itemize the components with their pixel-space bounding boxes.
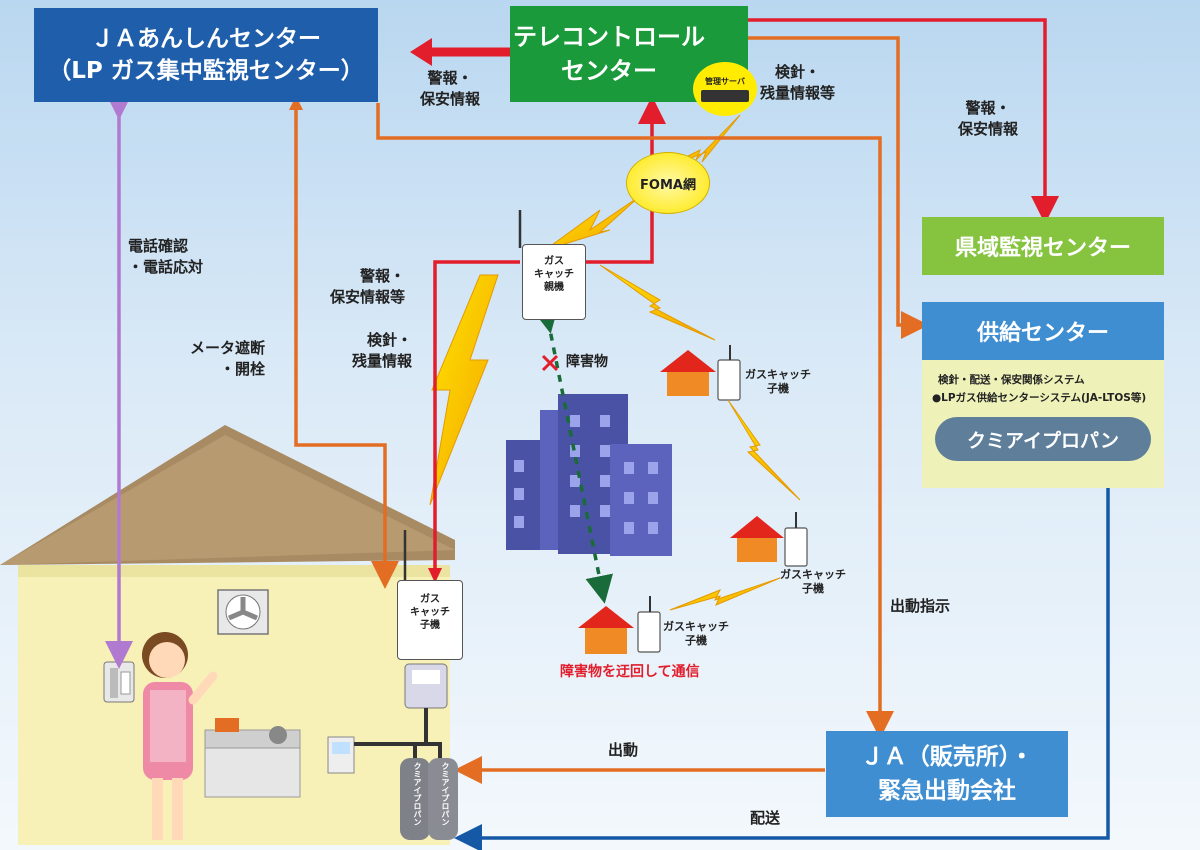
supply-desc-1: 検針・配送・保安関係システム: [938, 374, 1085, 386]
fan-icon: [217, 589, 269, 635]
child-device-2-label: ガスキャッチ 子機: [780, 568, 846, 595]
child-device-3-label: ガスキャッチ 子機: [663, 620, 729, 647]
child-house-2: [730, 516, 784, 562]
child-device-1-label: ガスキャッチ 子機: [745, 368, 811, 395]
label-delivery: 配送: [750, 809, 781, 827]
kumiai-propane-badge: クミアイプロパン: [935, 417, 1151, 461]
wireless-bolts: [429, 114, 801, 611]
supply-center-header: 供給センター: [922, 302, 1164, 360]
telephone-icon: [103, 661, 135, 703]
ja-sales-line2: 緊急出動会社: [878, 778, 1016, 804]
label-obstacle: 障害物: [566, 354, 608, 370]
prefecture-label: 県域監視センター: [954, 236, 1131, 261]
supply-desc-2: ●LPガス供給センターシステム(JA-LTOS等): [932, 392, 1147, 404]
management-server-badge: 管理サーバ: [693, 62, 757, 116]
label-detour: 障害物を迂回して通信: [560, 664, 700, 680]
child-device-units: [637, 359, 808, 653]
gas-meter-icon: [327, 663, 448, 774]
gas-cylinders: [400, 758, 458, 840]
kumiai-propane-label: クミアイプロパン: [966, 429, 1119, 452]
woman-illustration: [142, 632, 218, 840]
gas-catch-parent-device: ガス キャッチ 親機: [522, 244, 586, 320]
label-alarm-mid: 警報・ 保安情報等: [330, 267, 406, 306]
house-child-device-label: ガス キャッチ 子機: [410, 594, 450, 631]
label-phone: 電話確認 ・電話応対: [128, 237, 204, 276]
server-label: 管理サーバ: [705, 77, 745, 86]
cylinder-label-2: クミアイプロパン: [441, 762, 450, 826]
label-alarm-top: 警報・ 保安情報: [420, 69, 481, 108]
gas-catch-child-device-house: ガス キャッチ 子機: [397, 580, 463, 660]
label-dispatch: 出動: [608, 741, 639, 759]
prefecture-monitor-box: 県域監視センター: [922, 217, 1164, 275]
parent-device-label: ガス キャッチ 親機: [534, 256, 574, 293]
supply-center-panel: 供給センター 検針・配送・保安関係システム ●LPガス供給センターシステム(JA…: [922, 302, 1164, 488]
ja-anshin-center-box: ＪＡあんしんセンター （LP ガス集中監視センター）: [34, 8, 378, 102]
ja-center-line1: ＪＡあんしんセンター: [91, 26, 321, 52]
child-house-1: [660, 350, 716, 396]
foma-network-badge: FOMA網: [626, 152, 710, 214]
label-meter-cut: メータ遮断 ・開栓: [190, 339, 266, 378]
ja-sales-line1: ＪＡ（販売所）・: [860, 744, 1034, 770]
cylinder-label-1: クミアイプロパン: [413, 762, 422, 826]
stove-illustration: [204, 718, 301, 798]
foma-label: FOMA網: [640, 177, 696, 193]
telecontrol-line1: テレコントロール: [513, 23, 705, 51]
child-house-3: [578, 606, 634, 654]
telecontrol-line2: センター: [561, 57, 657, 85]
ja-sales-emergency-box: ＪＡ（販売所）・ 緊急出動会社: [826, 731, 1068, 817]
label-meter-mid: 検針・ 残量情報: [352, 331, 413, 370]
label-dispatch-order: 出動指示: [890, 597, 951, 615]
supply-center-title: 供給センター: [976, 321, 1109, 346]
label-alarm-right: 警報・ 保安情報: [958, 99, 1019, 138]
ja-center-line2: （LP ガス集中監視センター）: [48, 58, 364, 84]
label-meter-top: 検針・ 残量情報等: [760, 63, 836, 102]
server-icon: [701, 90, 749, 102]
